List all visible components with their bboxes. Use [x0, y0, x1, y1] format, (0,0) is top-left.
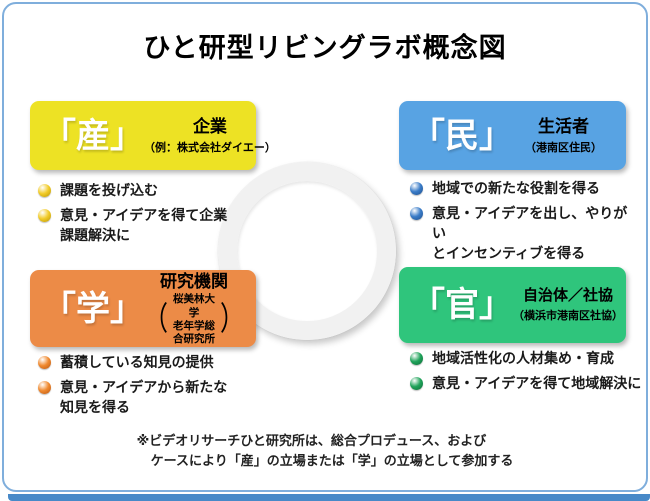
quadrant-kan-label: 「官」	[411, 286, 513, 324]
quadrant-gaku-label: 「学」	[42, 289, 144, 328]
bullet-item: 課題を投げ込む	[38, 180, 250, 200]
bullet-ball-icon	[38, 184, 51, 197]
quadrant-gaku-bullets: 蓄積している知見の提供 意見・アイデアから新たな 知見を得る	[38, 352, 250, 422]
quadrant-min-role-group: 生活者 （港南区住民）	[513, 116, 614, 155]
quadrant-min-box: 「民」 生活者 （港南区住民）	[399, 101, 626, 170]
bullet-ball-icon	[410, 207, 423, 220]
quadrant-min-sub: （港南区住民）	[525, 142, 602, 155]
quadrant-san-role: 企業	[192, 116, 227, 136]
quadrant-gaku-role-group: 研究機関 （ 桜美林大学 老年学総合研究所 ）	[144, 271, 244, 346]
quadrant-san-label: 「産」	[42, 116, 144, 155]
quadrant-min-bullets: 地域での新たな役割を得る 意見・アイデアを出し、やりがい とインセンティブを得る	[410, 178, 638, 268]
open-paren: （	[144, 300, 168, 338]
close-paren: ）	[220, 300, 244, 338]
quadrant-gaku-sub: （ 桜美林大学 老年学総合研究所 ）	[144, 293, 244, 346]
quadrant-san-bullets: 課題を投げ込む 意見・アイデアを得て企業 課題解決に	[38, 180, 250, 250]
quadrant-kan-bullets: 地域活性化の人材集め・育成 意見・アイデアを得て地域解決に	[410, 348, 642, 398]
bullet-text: 蓄積している知見の提供	[60, 354, 214, 370]
quadrant-san-role-group: 企業 （例：株式会社ダイエー）	[144, 116, 276, 155]
bullet-item: 地域活性化の人材集め・育成	[410, 348, 642, 368]
quadrant-kan-role-group: 自治体／社協 （横浜市港南区社協）	[513, 287, 623, 324]
bottom-accent-bar	[8, 494, 650, 501]
quadrant-gaku-role: 研究機関	[160, 272, 228, 292]
quadrant-kan-sub: （横浜市港南区社協）	[513, 310, 623, 323]
quadrant-gaku-sub-lines: 桜美林大学 老年学総合研究所	[168, 293, 220, 346]
bullet-ball-icon	[410, 182, 423, 195]
bullet-text: 地域活性化の人材集め・育成	[432, 350, 614, 366]
quadrant-san-box: 「産」 企業 （例：株式会社ダイエー）	[30, 101, 276, 170]
quadrant-san-sub: （例：株式会社ダイエー）	[144, 142, 276, 155]
bullet-ball-icon	[38, 381, 51, 394]
sub-line: 桜美林大学	[173, 293, 215, 319]
bullet-item: 蓄積している知見の提供	[38, 352, 250, 372]
bullet-ball-icon	[410, 352, 423, 365]
bullet-ball-icon	[38, 209, 51, 222]
bullet-text: 意見・アイデアから新たな 知見を得る	[60, 379, 228, 415]
bullet-text: 課題を投げ込む	[60, 182, 158, 198]
sub-line: 老年学総合研究所	[173, 319, 215, 345]
footnote-line-2: ケースにより「産」の立場または「学」の立場として参加する	[150, 453, 514, 468]
quadrant-min-label: 「民」	[411, 116, 513, 155]
bullet-item: 意見・アイデアを得て企業 課題解決に	[38, 205, 250, 245]
quadrant-kan-role: 自治体／社協	[522, 286, 613, 304]
quadrant-gaku-box: 「学」 研究機関 （ 桜美林大学 老年学総合研究所 ）	[30, 270, 256, 347]
page-title: ひと研型リビングラボ概念図	[143, 33, 507, 63]
bullet-ball-icon	[410, 377, 423, 390]
bullet-text: 地域での新たな役割を得る	[432, 180, 600, 196]
footnote-text: ※ビデオリサーチひと研究所は、総合プロデュース、および ケースにより「産」の立場…	[137, 431, 514, 471]
bullet-item: 意見・アイデアを得て地域解決に	[410, 373, 642, 393]
bullet-text: 意見・アイデアを得て企業 課題解決に	[60, 207, 228, 243]
bullet-item: 地域での新たな役割を得る	[410, 178, 638, 198]
footnote-line-1: ※ビデオリサーチひと研究所は、総合プロデュース、および	[136, 433, 487, 448]
bullet-ball-icon	[38, 356, 51, 369]
footnote: ※ビデオリサーチひと研究所は、総合プロデュース、および ケースにより「産」の立場…	[0, 431, 650, 471]
bullet-text: 意見・アイデアを得て地域解決に	[432, 375, 642, 391]
quadrant-min-role: 生活者	[538, 116, 589, 136]
quadrant-kan-box: 「官」 自治体／社協 （横浜市港南区社協）	[399, 267, 626, 343]
bullet-item: 意見・アイデアから新たな 知見を得る	[38, 377, 250, 417]
bullet-text: 意見・アイデアを出し、やりがい とインセンティブを得る	[432, 205, 628, 261]
bullet-item: 意見・アイデアを出し、やりがい とインセンティブを得る	[410, 203, 638, 263]
